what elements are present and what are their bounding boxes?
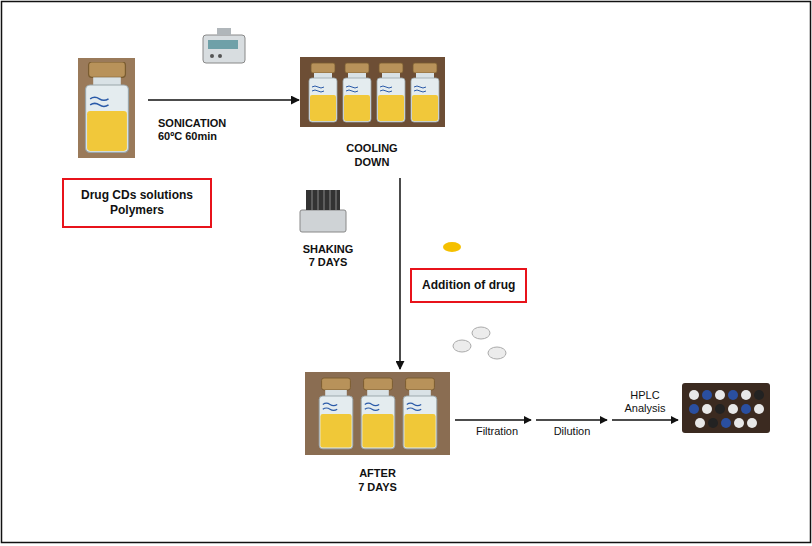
drug-powder [443,242,461,252]
hplc-tray-photo-part [747,418,757,428]
vial-photo-part [78,58,135,158]
cooling-vials-photo-part [377,63,405,122]
flow-arrow [148,99,299,101]
process-arrows-part [612,419,678,421]
flow-arrow [399,178,401,369]
hplc-tray-photo-part [715,404,725,414]
shaker-icon [300,190,346,232]
hplc-tray-photo [682,383,770,433]
after-vials-photo-part [361,378,395,449]
hplc-tray-photo-part [728,390,738,400]
hplc-tray-photo-part [689,390,699,400]
hplc-tray-photo-part [708,418,718,428]
sonicator-icon-part [210,54,214,58]
shaker-icon-part [312,190,336,210]
cooling-vials-photo [300,57,445,127]
hplc-tray-photo-part [728,404,738,414]
sonicator-icon [203,28,245,63]
step-name: Filtration [468,425,526,438]
after-vials-photo [305,372,450,455]
step-box: Addition of drug [410,268,527,303]
hplc-tray-photo-part [734,418,744,428]
hplc-tray-photo-part [754,390,764,400]
hplc-tray-photo-part [695,418,705,428]
photo-caption: COOLING DOWN [342,141,402,169]
photo-panel: COOLING DOWN [300,55,445,173]
cooling-vials-photo-part [411,63,439,122]
filter-icons-part [488,347,506,359]
sonicator-icon-part [208,40,238,49]
hplc-tray-photo-part [682,383,770,433]
step-label: Addition of drug [410,268,527,303]
vial-photo [78,58,135,158]
step-name: HPLC Analysis [620,389,670,415]
cooling-vials-photo-part [309,63,337,122]
step-name: Dilution [543,425,601,438]
vial-photo-part [86,62,129,152]
after-vials-photo-part [403,378,437,449]
filter-icons-part [472,327,490,339]
step-caption: SHAKING 7 DAYS [300,243,356,269]
photo-caption: AFTER 7 DAYS [356,466,399,494]
hplc-tray-photo-part [721,418,731,428]
hplc-tray-photo-part [702,404,712,414]
shaker-icon-part [300,210,346,232]
hplc-tray-photo-part [741,390,751,400]
hplc-tray-photo-part [715,390,725,400]
step-label: Drug CDs solutions Polymers [62,178,212,228]
filter-icons-part [453,340,471,352]
process-arrows-part [455,419,531,421]
hplc-tray-photo-part [702,390,712,400]
after-vials-photo-part [319,378,353,449]
hplc-tray-photo-part [754,404,764,414]
process-arrows [455,420,678,421]
hplc-tray-photo-part [689,404,699,414]
after-vials-photo-part [305,372,450,455]
hplc-tray-photo-part [741,404,751,414]
cooling-vials-photo-part [300,57,445,127]
filter-icons [453,327,506,359]
process-condition: SONICATION 60ºC 60min [158,117,238,143]
process-arrows-part [536,419,607,421]
sonicator-icon-part [203,35,245,63]
sample-panel: Drug CDs solutions Polymers [62,50,212,250]
shaker-icon-part [306,190,340,210]
photo-panel: AFTER 7 DAYS [305,370,450,498]
sonicator-icon-part [218,54,222,58]
sonicator-icon-part [217,28,231,35]
cooling-vials-photo-part [343,63,371,122]
